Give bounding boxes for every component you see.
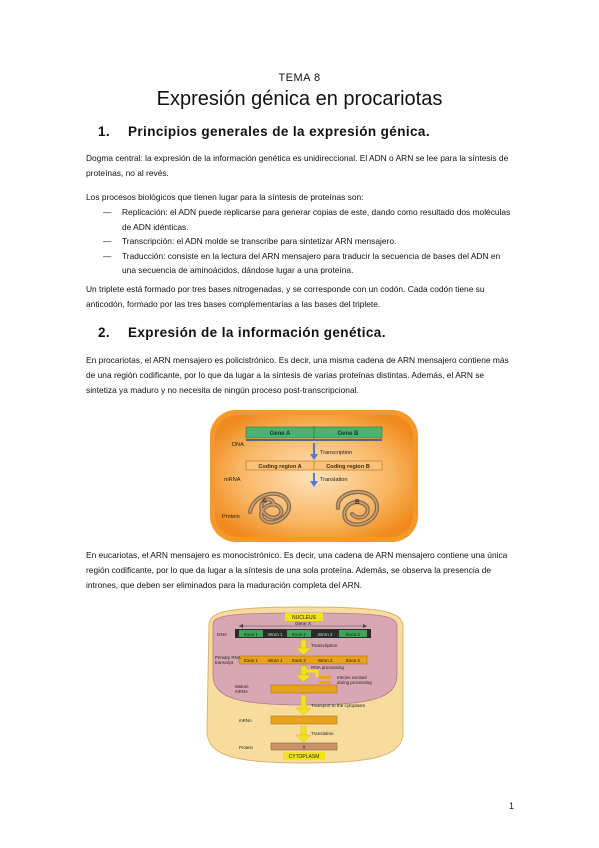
transcription-label: Transcription: [320, 450, 352, 456]
transport-arrow-shaft: [300, 694, 307, 710]
section2-paragraph-eucariotas: En eucariotas, el ARN mensajero es monoc…: [86, 550, 508, 590]
dna-exon-2: [287, 630, 311, 637]
mature-mrna-label: mRNA: [235, 689, 248, 694]
rna-intron-1-label: Intron 1: [268, 658, 283, 663]
processing-arrow-shaft: [300, 665, 307, 677]
nucleus-badge: [285, 613, 323, 621]
protein-b-label: B: [355, 499, 360, 506]
eukaryote-expression-figure: NUCLEUS Gene X Exon 1 Intron 1 Exon 2 In…: [206, 606, 404, 764]
transcription-label: Transcription: [311, 643, 338, 648]
section1-number: 1.: [98, 124, 111, 139]
list-item-text: Transcripción: el ADN molde se transcrib…: [122, 236, 397, 246]
dna-intron-2-label: Intron 2: [318, 632, 333, 637]
dna-exon-2-label: Exon 2: [292, 632, 306, 637]
primary-transcript-bar: [238, 655, 368, 665]
mature-mrna-bar: [270, 684, 338, 694]
protein-b-highlight: [337, 491, 378, 526]
protein-label: Protein: [222, 514, 240, 520]
protein-label: Protein: [239, 745, 253, 750]
cytoplasm-label: CYTOPLASM: [289, 754, 320, 760]
mrna-label: mRNA: [224, 477, 241, 483]
rna-exon-1-label: Exon 1: [244, 658, 258, 663]
list-item-text: Replicación: el ADN puede replicarse par…: [122, 207, 511, 232]
transport-arrowhead: [295, 707, 312, 716]
section2-number: 2.: [98, 325, 111, 340]
protein-x-label: X: [302, 745, 305, 750]
nucleus-label: NUCLEUS: [292, 615, 317, 621]
section1-title: Principios generales de la expresión gén…: [128, 124, 430, 139]
translation-label: Translation: [311, 731, 334, 736]
rna-intron-2-label: Intron 2: [318, 658, 333, 663]
list-bullet: —: [103, 250, 112, 261]
dna-exon-3-label: Exon 3: [346, 632, 360, 637]
transcription-arrow-shaft: [300, 639, 307, 650]
rna-processing-label: RNA processing: [311, 665, 344, 670]
excised-intron-piece: [319, 681, 331, 684]
transport-label: Transport to the cytoplasm: [311, 703, 365, 708]
dna-label: DNA: [217, 632, 228, 638]
gene-a-label: Gene A: [270, 431, 291, 437]
gene-x-label: Gene X: [295, 621, 312, 627]
dna-intron-1-label: Intron 1: [268, 632, 283, 637]
tema-label: TEMA 8: [278, 72, 321, 84]
section1-paragraph-dogma: Dogma central: la expresión de la inform…: [86, 153, 509, 178]
list-item-text: Traducción: consiste en la lectura del A…: [122, 250, 501, 276]
intron-branch-arrow: [306, 669, 319, 677]
rna-exon-3-label: Exon 3: [346, 658, 360, 663]
dna-label: DNA: [232, 442, 244, 448]
coding-region-a-label: Coding region A: [258, 464, 301, 470]
list-bullet: —: [103, 236, 112, 246]
transcript-label: transcript: [215, 660, 234, 665]
translation-arrow-shaft: [300, 725, 307, 737]
dna-exon-1-label: Exon 1: [244, 632, 258, 637]
prokaryote-expression-figure: Gene A Gene B DNA Transcription Coding r…: [210, 410, 418, 542]
mrna-label: mRNA: [239, 718, 252, 723]
list-item: — Traducción: consiste en la lectura del …: [86, 249, 516, 278]
section1-paragraph-triplete: Un triplete está formado por tres bases …: [86, 284, 485, 309]
section2-heading: 2. Expresión de la información genética.: [98, 325, 386, 340]
dna-exon-3: [339, 630, 367, 637]
gene-x-arrow-left: [239, 624, 243, 628]
translation-label: Translation: [320, 477, 347, 483]
protein-bar: [270, 742, 338, 751]
section2-paragraph-procariotas: En procariotas, el ARN mensajero es poli…: [86, 355, 509, 395]
during-processing-label: during processing: [337, 680, 372, 685]
protein-a-highlight: [249, 492, 290, 524]
section2-title: Expresión de la información genética.: [128, 325, 386, 340]
introns-excised-label: Introns excised: [337, 675, 367, 680]
rna-exon-2-label: Exon 2: [292, 658, 306, 663]
gene-b-label: Gene B: [337, 431, 359, 437]
section1-paragraph-procesos: Los procesos biológicos que tienen lugar…: [86, 192, 364, 202]
gene-x-arrow-right: [363, 624, 367, 628]
list-item: — Transcripción: el ADN molde se transcri…: [86, 234, 516, 249]
mature-label: Mature: [235, 684, 249, 689]
list-item: — Replicación: el ADN puede replicarse pa…: [86, 205, 516, 234]
processing-arrowhead: [295, 674, 312, 683]
dna-exon-1: [239, 630, 263, 637]
cytoplasm-mrna-bar: [270, 715, 338, 725]
primary-rna-label: Primary RNA: [215, 655, 241, 660]
translation-arrowhead: [310, 481, 318, 487]
section1-heading: 1. Principios generales de la expresión g…: [98, 124, 430, 139]
excised-intron-piece: [319, 676, 331, 679]
transcription-arrowhead: [310, 454, 318, 460]
list-bullet: —: [103, 207, 112, 217]
translation-arrowhead: [295, 734, 312, 743]
cytoplasm-badge: [283, 752, 325, 760]
page-number: 1: [509, 801, 515, 811]
protein-a-label: A: [262, 498, 267, 505]
coding-region-b-label: Coding region B: [326, 464, 370, 470]
process-list: — Replicación: el ADN puede replicarse pa…: [86, 205, 516, 278]
page-title: Expresión génica en procariotas: [156, 88, 443, 110]
transcription-arrowhead: [295, 647, 312, 656]
